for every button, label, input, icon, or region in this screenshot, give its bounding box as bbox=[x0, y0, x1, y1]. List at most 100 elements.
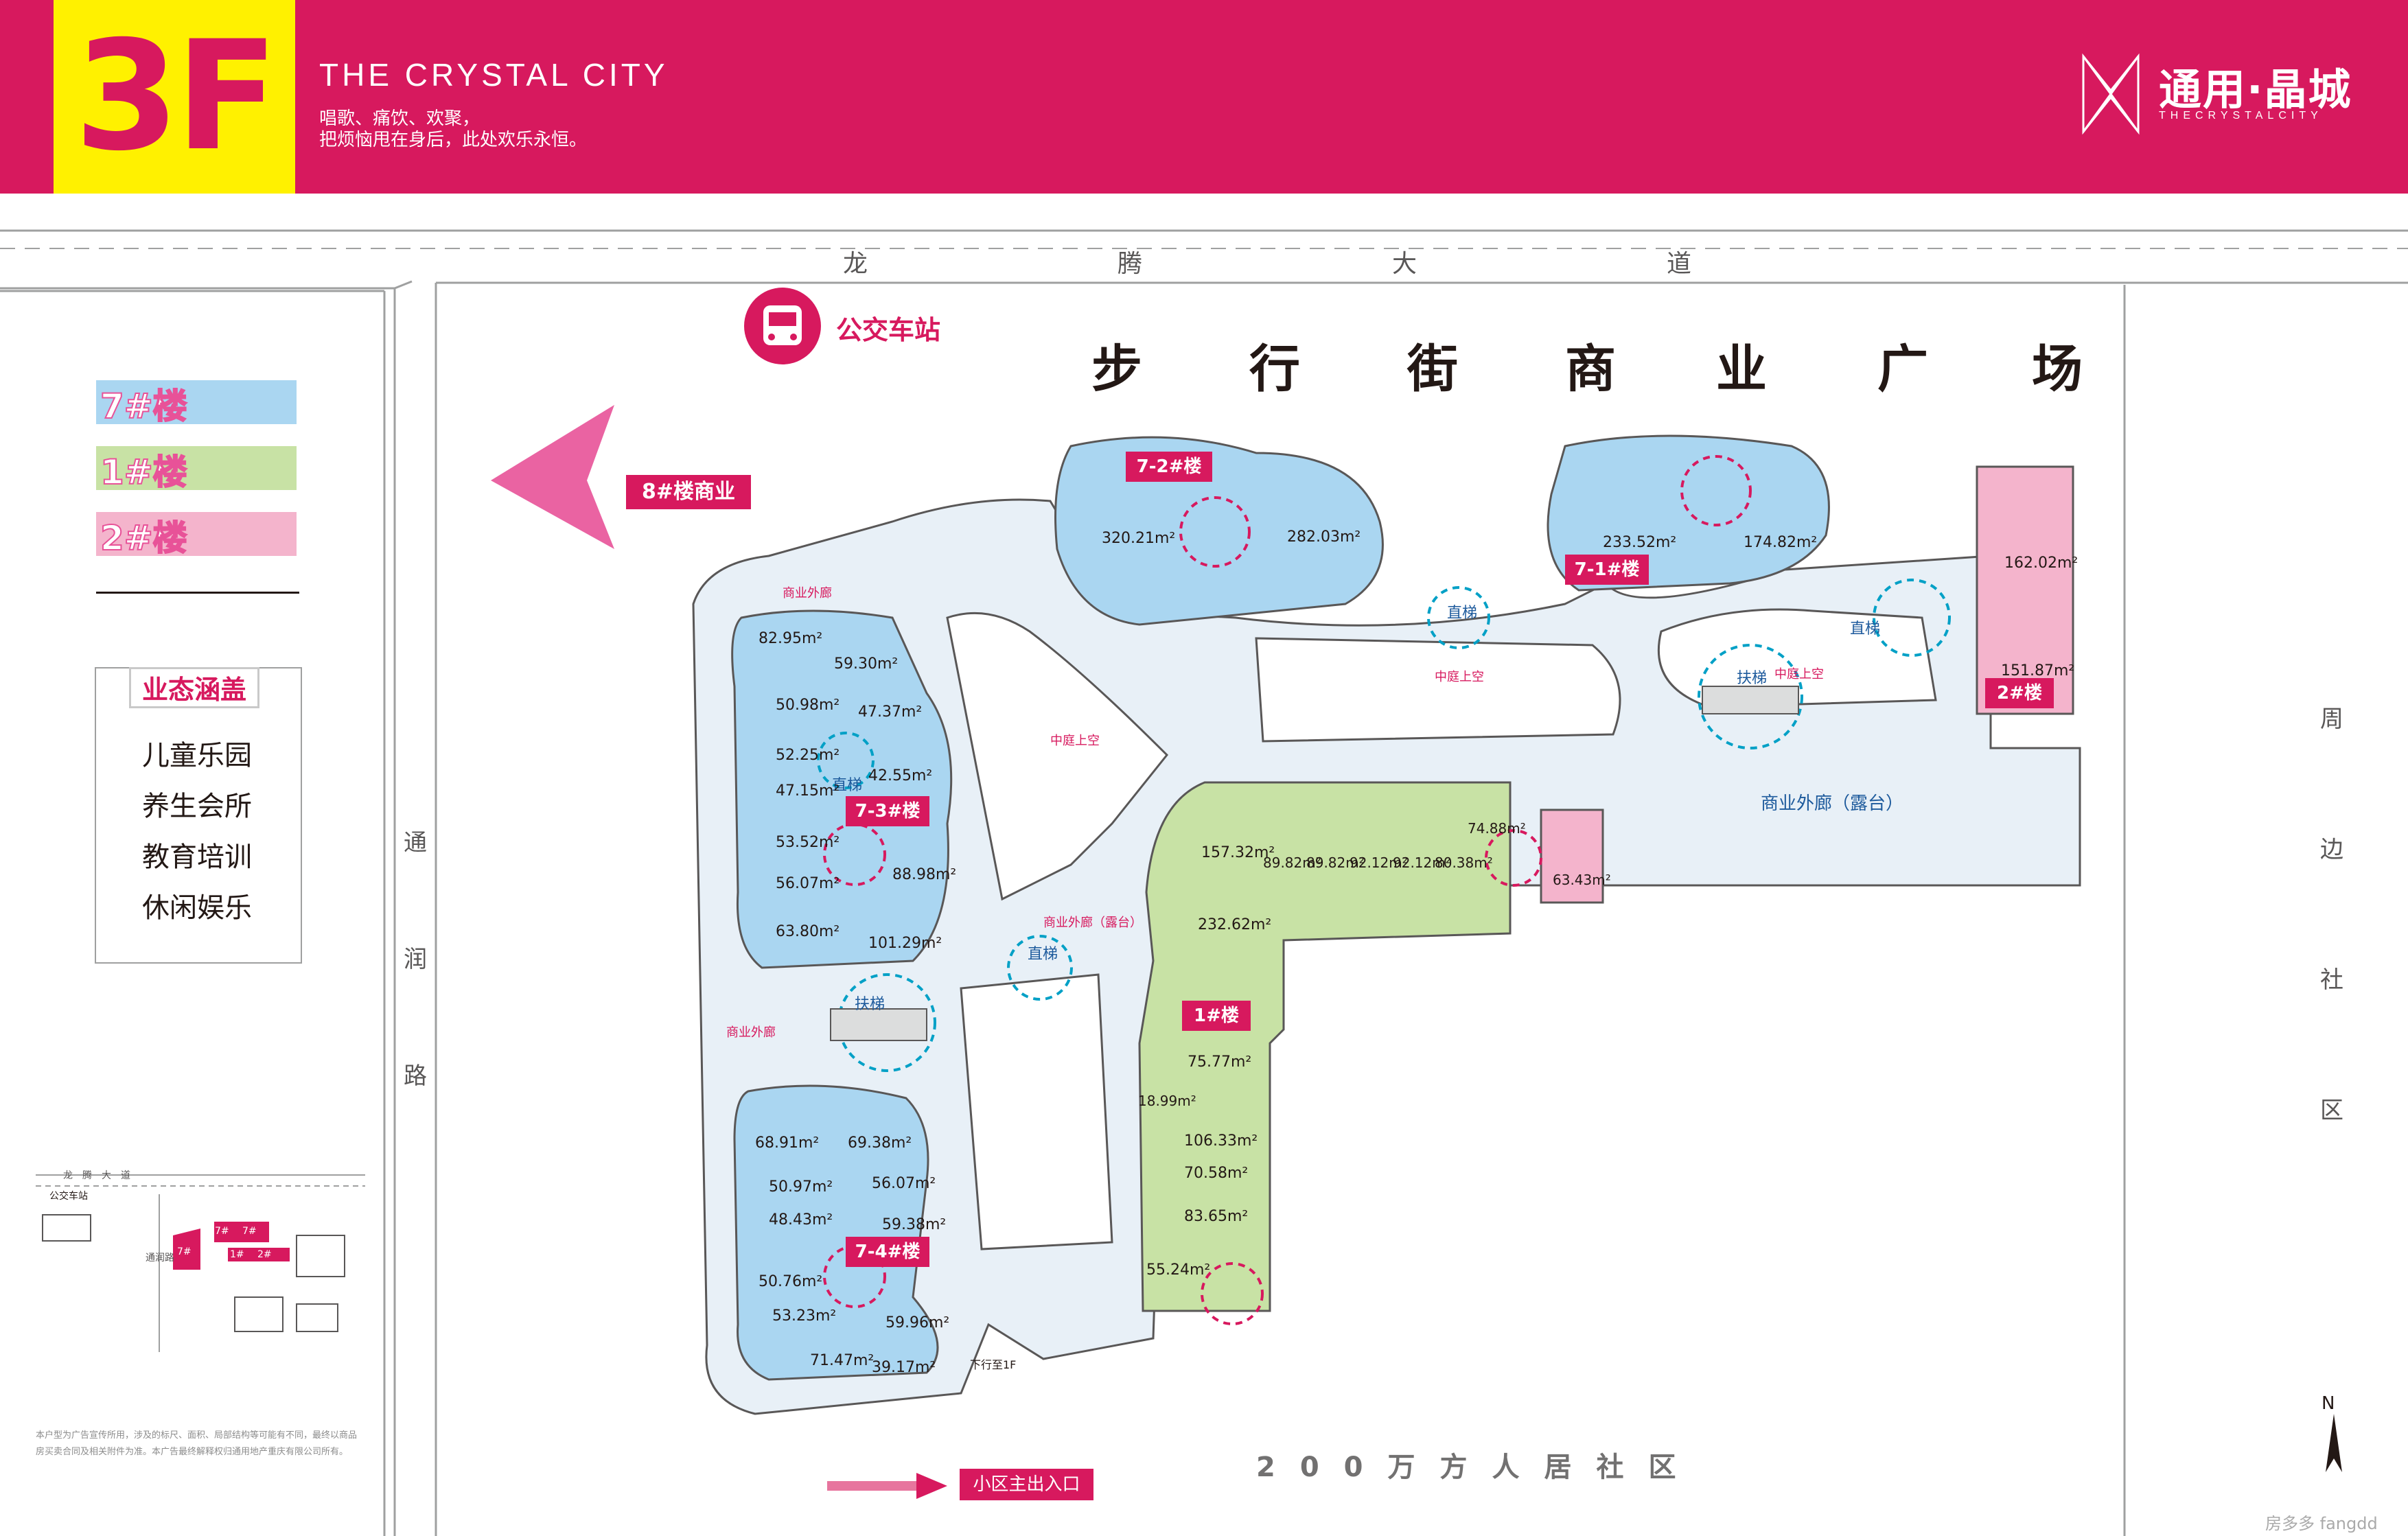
brand-logo-subtext: THECRYSTALCITY bbox=[2159, 110, 2323, 121]
plaza-title-char: 行 bbox=[1249, 340, 1300, 399]
format-item: 养生会所 bbox=[142, 791, 252, 822]
unit-area: 53.23m² bbox=[772, 1307, 837, 1325]
legend-label-2: 2#楼 bbox=[100, 517, 188, 559]
unit-area: 70.58m² bbox=[1184, 1165, 1249, 1182]
slogan-line-1: 唱歌、痛饮、欢聚， bbox=[319, 108, 481, 129]
road-top-char: 腾 bbox=[1118, 250, 1143, 278]
escalator-label: 扶梯 bbox=[1737, 670, 1768, 687]
legend-swatch-2 bbox=[96, 512, 297, 556]
arrow-left-icon bbox=[491, 405, 614, 549]
road-left-char: 润 bbox=[404, 946, 427, 973]
terrace-label: 商业外廊（露台） bbox=[1043, 916, 1142, 930]
minimap-road: 龙 腾 大 道 bbox=[63, 1170, 130, 1181]
watermark: 房多多 fangdd bbox=[2265, 1514, 2378, 1533]
unit-area: 92.12m² bbox=[1350, 854, 1408, 871]
bus-station-label: 公交车站 bbox=[836, 315, 941, 345]
elevator-label: 直梯 bbox=[1850, 620, 1881, 638]
minimap-label: 1# bbox=[230, 1249, 244, 1260]
unit-area: 232.62m² bbox=[1198, 916, 1272, 933]
unit-area: 48.43m² bbox=[769, 1211, 833, 1229]
road-right-char: 边 bbox=[2320, 836, 2343, 863]
building-7-3 bbox=[731, 609, 953, 969]
crystal-logo-icon bbox=[2082, 53, 2140, 135]
unit-area: 71.47m² bbox=[810, 1352, 875, 1369]
plaza-title-char: 街 bbox=[1407, 340, 1458, 399]
north-arrow-icon bbox=[2326, 1414, 2342, 1472]
building-2-unit-1 bbox=[1540, 808, 1604, 904]
legend-swatch-1 bbox=[96, 446, 297, 490]
plaza-title-char: 步 bbox=[1091, 340, 1142, 399]
unit-area: 75.77m² bbox=[1188, 1054, 1252, 1071]
unit-area: 50.98m² bbox=[776, 697, 840, 714]
legend-label-7: 7#楼 bbox=[100, 386, 188, 427]
unit-area: 59.30m² bbox=[834, 655, 899, 673]
road-right-char: 社 bbox=[2320, 966, 2343, 994]
unit-area: 74.88m² bbox=[1468, 820, 1526, 837]
formats-title: 业态涵盖 bbox=[129, 667, 259, 708]
unit-area: 53.52m² bbox=[776, 834, 840, 851]
unit-area: 59.96m² bbox=[885, 1314, 950, 1331]
format-item: 休闲娱乐 bbox=[142, 892, 252, 924]
location-minimap bbox=[36, 1174, 365, 1352]
unit-area: 47.37m² bbox=[858, 703, 923, 721]
bus-station-icon bbox=[744, 288, 821, 364]
label-7-3: 7-3#楼 bbox=[846, 796, 929, 826]
unit-area: 89.82m² bbox=[1263, 854, 1321, 871]
terrace-label: 商业外廊（露台） bbox=[1761, 793, 1904, 814]
unit-area: 80.38m² bbox=[1435, 854, 1493, 871]
unit-area: 88.98m² bbox=[892, 866, 957, 883]
atrium-label: 中庭上空 bbox=[1050, 734, 1100, 748]
road-top-char: 龙 bbox=[843, 250, 868, 278]
unit-area: 50.97m² bbox=[769, 1178, 833, 1196]
unit-area: 63.80m² bbox=[776, 923, 840, 940]
unit-area: 18.99m² bbox=[1138, 1093, 1196, 1109]
atrium-label: 中庭上空 bbox=[1435, 670, 1484, 684]
north-label: N bbox=[2322, 1393, 2335, 1414]
elevator-label: 直梯 bbox=[1447, 605, 1478, 622]
unit-area: 282.03m² bbox=[1287, 528, 1361, 546]
corridor-label: 商业外廊 bbox=[726, 1025, 776, 1040]
atrium-voids bbox=[946, 608, 1937, 1250]
road-right-char: 周 bbox=[2320, 706, 2343, 733]
slogan-line-2: 把烦恼甩在身后，此处欢乐永恒。 bbox=[319, 130, 588, 150]
unit-area: 39.17m² bbox=[872, 1359, 936, 1376]
plaza-title-char: 业 bbox=[1716, 340, 1767, 399]
legend-divider bbox=[96, 592, 299, 594]
unit-area: 162.02m² bbox=[2004, 555, 2079, 572]
unit-area: 82.95m² bbox=[759, 630, 823, 647]
road-top-char: 道 bbox=[1667, 250, 1692, 278]
top-road-lines bbox=[0, 229, 2408, 290]
legend-swatch-7 bbox=[96, 380, 297, 424]
unit-area: 101.29m² bbox=[868, 935, 942, 952]
left-road-lines bbox=[0, 283, 437, 1536]
elevator-label: 直梯 bbox=[1028, 946, 1058, 963]
unit-area: 174.82m² bbox=[1744, 534, 1818, 551]
format-item: 教育培训 bbox=[142, 841, 252, 873]
label-1: 1#楼 bbox=[1182, 1001, 1251, 1031]
unit-area: 69.38m² bbox=[848, 1134, 912, 1152]
unit-area: 55.24m² bbox=[1146, 1261, 1211, 1279]
building-7-1 bbox=[1547, 434, 1830, 592]
project-name: THE CRYSTAL CITY bbox=[319, 57, 669, 93]
minimap-side-road: 通润路 bbox=[146, 1253, 174, 1264]
road-left-char: 通 bbox=[404, 829, 427, 857]
unit-area: 233.52m² bbox=[1603, 534, 1677, 551]
community-slogan: 200万方人居社区 bbox=[1256, 1452, 1701, 1483]
building-2 bbox=[1976, 465, 2074, 715]
entry-arrow-icon bbox=[827, 1473, 947, 1499]
minimap-label: 7# bbox=[177, 1246, 192, 1257]
unit-area: 106.33m² bbox=[1184, 1132, 1258, 1150]
unit-area: 83.65m² bbox=[1184, 1208, 1249, 1225]
unit-area: 63.43m² bbox=[1553, 872, 1611, 888]
unit-area: 52.25m² bbox=[776, 747, 840, 764]
header-banner bbox=[0, 0, 2408, 194]
elevator-circles bbox=[817, 579, 1951, 1072]
unit-area: 151.87m² bbox=[2001, 662, 2075, 679]
format-item: 儿童乐园 bbox=[142, 740, 252, 771]
building-7-2 bbox=[1054, 436, 1384, 626]
label-2: 2#楼 bbox=[1985, 678, 2054, 708]
building-8-label: 8#楼商业 bbox=[626, 475, 751, 509]
plaza-title-char: 广 bbox=[1877, 340, 1928, 399]
unit-area: 42.55m² bbox=[868, 767, 933, 784]
